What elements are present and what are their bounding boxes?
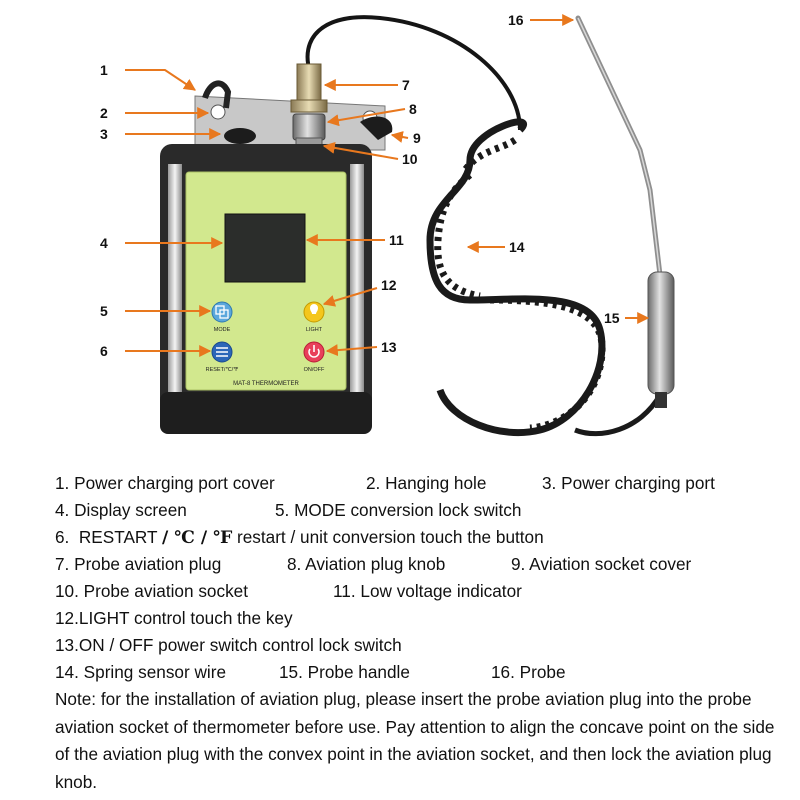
legend-row: 14. Spring sensor wire 15. Probe handle 16… bbox=[55, 659, 790, 686]
legend-row: 6. RESTART / ℃ / ℉ restart / unit conver… bbox=[55, 524, 790, 551]
legend-item-16: 16. Probe bbox=[491, 662, 566, 682]
callout-1: 1 bbox=[100, 62, 108, 78]
arrow-12 bbox=[322, 287, 378, 307]
arrow-10 bbox=[322, 141, 399, 160]
callout-4: 4 bbox=[100, 235, 108, 251]
arrow-13 bbox=[325, 344, 378, 357]
legend-item-6-prefix: 6. RESTART bbox=[55, 527, 162, 547]
callout-5: 5 bbox=[100, 303, 108, 319]
mode-button[interactable] bbox=[211, 301, 233, 323]
legend-item-15: 15. Probe handle bbox=[279, 662, 410, 682]
callout-10: 10 bbox=[402, 151, 418, 167]
legend-item-11: 11. Low voltage indicator bbox=[333, 581, 522, 601]
callout-7: 7 bbox=[402, 77, 410, 93]
onoff-button-label: ON/OFF bbox=[304, 367, 325, 373]
callout-9: 9 bbox=[413, 130, 421, 146]
callout-12: 12 bbox=[381, 277, 397, 293]
legend-item-13: 13.ON / OFF power switch control lock sw… bbox=[55, 635, 402, 655]
arrow-8 bbox=[326, 108, 406, 127]
aviation-plug-knob bbox=[292, 113, 326, 141]
callout-15: 15 bbox=[604, 310, 620, 326]
callout-3: 3 bbox=[100, 126, 108, 142]
legend-row: 7. Probe aviation plug 8. Aviation plug k… bbox=[55, 551, 790, 578]
callout-14: 14 bbox=[509, 239, 525, 255]
legend-item-7: 7. Probe aviation plug bbox=[55, 554, 222, 574]
aviation-plug bbox=[296, 63, 322, 105]
mode-button-label: MODE bbox=[214, 327, 231, 333]
legend-row: 10. Probe aviation socket 11. Low voltage… bbox=[55, 578, 790, 605]
restart-button-label: RESET/℃/℉ bbox=[206, 367, 240, 373]
arrow-9 bbox=[390, 131, 409, 143]
callout-16: 16 bbox=[508, 12, 524, 28]
probe-handle bbox=[647, 271, 675, 395]
probe bbox=[575, 15, 663, 278]
parts-legend: 1. Power charging port cover 2. Hanging h… bbox=[55, 470, 790, 686]
legend-item-8: 8. Aviation plug knob bbox=[287, 554, 446, 574]
callout-2: 2 bbox=[100, 105, 108, 121]
sensor-cable bbox=[305, 15, 522, 131]
callout-6: 6 bbox=[100, 343, 108, 359]
legend-item-3: 3. Power charging port bbox=[542, 473, 715, 493]
light-button-label: LIGHT bbox=[306, 327, 323, 333]
legend-row: 1. Power charging port cover 2. Hanging h… bbox=[55, 470, 790, 497]
legend-item-6-suffix: restart / unit conversion touch the butt… bbox=[232, 527, 544, 547]
callout-13: 13 bbox=[381, 339, 397, 355]
legend-item-6-symbols: / ℃ / ℉ bbox=[161, 528, 233, 548]
legend-item-2: 2. Hanging hole bbox=[366, 473, 487, 493]
display-screen bbox=[224, 213, 306, 283]
legend-item-1: 1. Power charging port cover bbox=[55, 473, 275, 493]
legend-item-10: 10. Probe aviation socket bbox=[55, 581, 248, 601]
legend-item-5: 5. MODE conversion lock switch bbox=[275, 500, 522, 520]
arrow-1 bbox=[125, 69, 196, 91]
legend-row: 12.LIGHT control touch the key bbox=[55, 605, 790, 632]
spring-sensor-wire bbox=[426, 118, 606, 437]
callout-11: 11 bbox=[389, 232, 404, 248]
legend-item-12: 12.LIGHT control touch the key bbox=[55, 608, 293, 628]
legend-row: 13.ON / OFF power switch control lock sw… bbox=[55, 632, 790, 659]
legend-row: 4. Display screen 5. MODE conversion lock… bbox=[55, 497, 790, 524]
model-label: MAT-8 THERMOMETER bbox=[233, 381, 299, 387]
callout-8: 8 bbox=[409, 101, 417, 117]
thermometer-diagram: MODE LIGHT RESET/℃/℉ ON/OFF MAT-8 THERMO… bbox=[100, 12, 675, 437]
legend-item-4: 4. Display screen bbox=[55, 500, 187, 520]
installation-note: Note: for the installation of aviation p… bbox=[55, 689, 775, 792]
legend-item-14: 14. Spring sensor wire bbox=[55, 662, 227, 682]
legend-item-9: 9. Aviation socket cover bbox=[511, 554, 692, 574]
